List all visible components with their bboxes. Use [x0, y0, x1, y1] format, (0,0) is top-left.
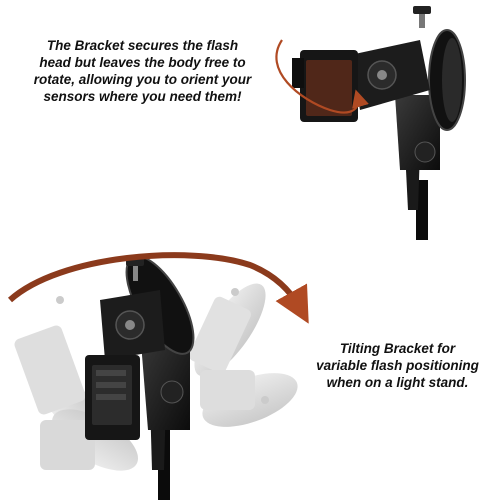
top-bracket-photo [275, 6, 466, 240]
tilt-caption: Tilting Bracket for variable flash posit… [316, 341, 479, 390]
bottom-tilt-photo [7, 252, 309, 500]
rotation-caption: The Bracket secures the flash head but l… [33, 38, 252, 104]
